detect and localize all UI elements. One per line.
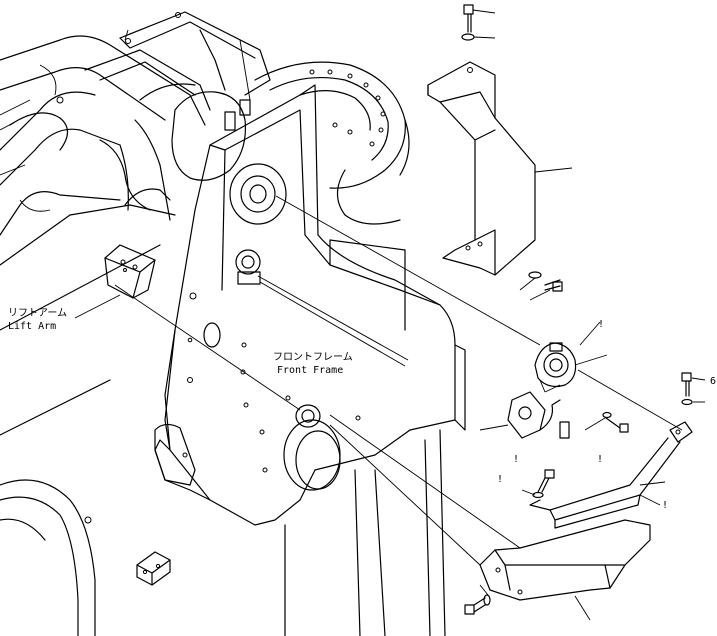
cover-bracket (427, 61, 536, 276)
lift-arm-body (0, 35, 206, 436)
callout-mark: ! (598, 319, 604, 330)
bolt-mid (519, 271, 563, 301)
front-frame (154, 84, 466, 636)
front-frame-label-jp: フロントフレーム (273, 351, 353, 363)
callout-mark: 6 (710, 376, 716, 387)
shim-block (136, 551, 171, 586)
callout-mark: ! (497, 474, 503, 485)
pivot-hub (119, 83, 251, 221)
washer-top (461, 33, 496, 41)
upper-link (84, 11, 271, 111)
small-bolt (584, 411, 629, 433)
callout-mark: ! (662, 500, 668, 511)
slew-ring (239, 39, 410, 225)
leader-bracket (534, 167, 573, 173)
bolt-lower-mid (521, 469, 555, 499)
lift-arm-lower (0, 423, 196, 636)
sensor-bracket (479, 379, 570, 439)
bolt-top (463, 4, 496, 33)
front-frame-label-en: Front Frame (277, 365, 343, 376)
lever-arm (529, 421, 693, 529)
bolt-bottom (464, 584, 491, 615)
side-plate (104, 244, 481, 566)
bolt-right (681, 372, 706, 406)
lift-arm-label-jp: リフトアーム (8, 307, 67, 319)
lower-bracket (329, 414, 651, 621)
callout-mark: ! (513, 454, 519, 465)
callout-mark: ! (597, 454, 603, 465)
sensor-hub (275, 195, 683, 431)
lift-arm-label-en: Lift Arm (8, 321, 56, 332)
leader-liftarm (74, 294, 121, 319)
